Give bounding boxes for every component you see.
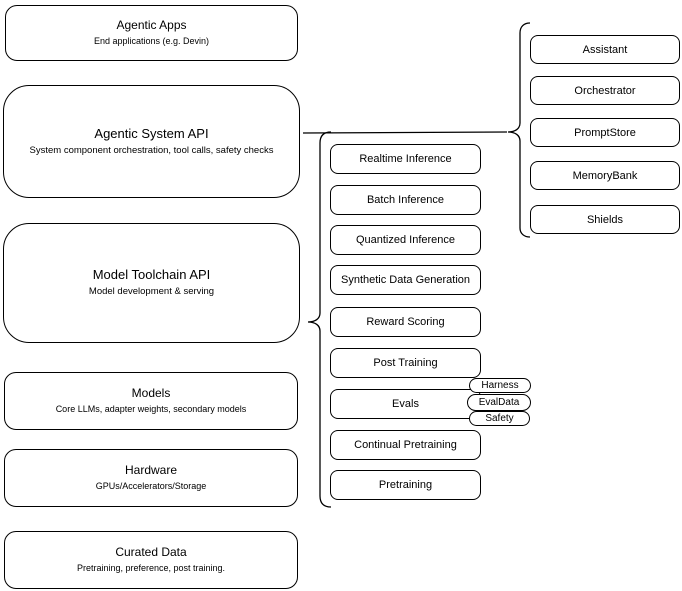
node-subtitle: End applications (e.g. Devin) [93, 36, 210, 47]
toolchain-item-reward-scoring: Reward Scoring [330, 307, 481, 337]
node-agentic-system-api: Agentic System API System component orch… [3, 85, 300, 198]
node-title: Agentic Apps [116, 18, 187, 33]
node-title: Curated Data [115, 545, 187, 560]
toolchain-item-evals: Evals [330, 389, 481, 419]
node-subtitle: Core LLMs, adapter weights, secondary mo… [55, 404, 247, 415]
system-component-memorybank: MemoryBank [530, 161, 680, 190]
toolchain-item-synthetic-data-generation: Synthetic Data Generation [330, 265, 481, 295]
system-component-shields: Shields [530, 205, 680, 234]
toolchain-item-batch-inference: Batch Inference [330, 185, 481, 215]
node-subtitle: Model development & serving [88, 286, 215, 298]
toolchain-item-pretraining: Pretraining [330, 470, 481, 500]
node-agentic-apps: Agentic Apps End applications (e.g. Devi… [5, 5, 298, 61]
node-hardware: Hardware GPUs/Accelerators/Storage [4, 449, 298, 507]
system-components-group-brace [507, 22, 531, 238]
toolchain-item-quantized-inference: Quantized Inference [330, 225, 481, 255]
node-subtitle: GPUs/Accelerators/Storage [95, 481, 207, 492]
node-title: Model Toolchain API [92, 267, 211, 283]
node-models: Models Core LLMs, adapter weights, secon… [4, 372, 298, 430]
node-model-toolchain-api: Model Toolchain API Model development & … [3, 223, 300, 343]
system-component-promptstore: PromptStore [530, 118, 680, 147]
toolchain-group-brace [307, 131, 332, 508]
node-subtitle: Pretraining, preference, post training. [76, 563, 226, 574]
evals-tag-evaldata: EvalData [467, 394, 531, 411]
node-title: Models [131, 386, 171, 401]
evals-tag-harness: Harness [469, 378, 531, 393]
evals-tag-safety: Safety [469, 411, 530, 426]
toolchain-item-post-training: Post Training [330, 348, 481, 378]
toolchain-item-realtime-inference: Realtime Inference [330, 144, 481, 174]
toolchain-item-continual-pretraining: Continual Pretraining [330, 430, 481, 460]
node-subtitle: System component orchestration, tool cal… [29, 144, 274, 156]
system-component-assistant: Assistant [530, 35, 680, 64]
node-title: Hardware [124, 463, 178, 478]
system-component-orchestrator: Orchestrator [530, 76, 680, 105]
system-api-connector-line [302, 131, 508, 134]
node-curated-data: Curated Data Pretraining, preference, po… [4, 531, 298, 589]
node-title: Agentic System API [94, 125, 209, 141]
